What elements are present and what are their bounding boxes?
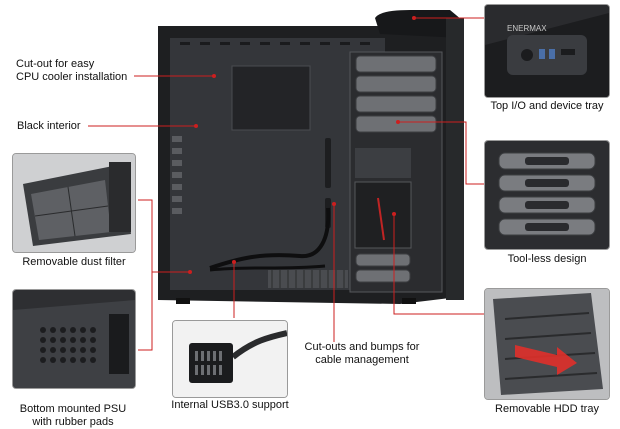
hdd-tray-image [484,288,610,400]
top-io-panel-image: ENERMAX [484,4,610,98]
label-usb3: Internal USB3.0 support [171,399,289,411]
label-hdd-tray: Removable HDD tray [495,403,599,415]
label-dust-filter: Removable dust filter [22,256,126,268]
label-toolless: Tool-less design [507,253,587,265]
toolless-bays-image [484,140,610,250]
pc-case-interior-image [158,10,464,304]
label-cable-management: Cut-outs and bumps for cable management [304,341,420,366]
brand-logo: ENERMAX [507,24,547,33]
psu-bay-image [12,289,136,389]
label-top-io: Top I/O and device tray [490,100,604,112]
usb3-connector-image [172,320,288,398]
dust-filter-image [12,153,136,253]
label-black-interior: Black interior [17,120,81,132]
label-cpu-cooler-cutout: Cut-out for easy CPU cooler installation [16,58,128,83]
label-bottom-psu: Bottom mounted PSU with rubber pads [19,403,127,428]
